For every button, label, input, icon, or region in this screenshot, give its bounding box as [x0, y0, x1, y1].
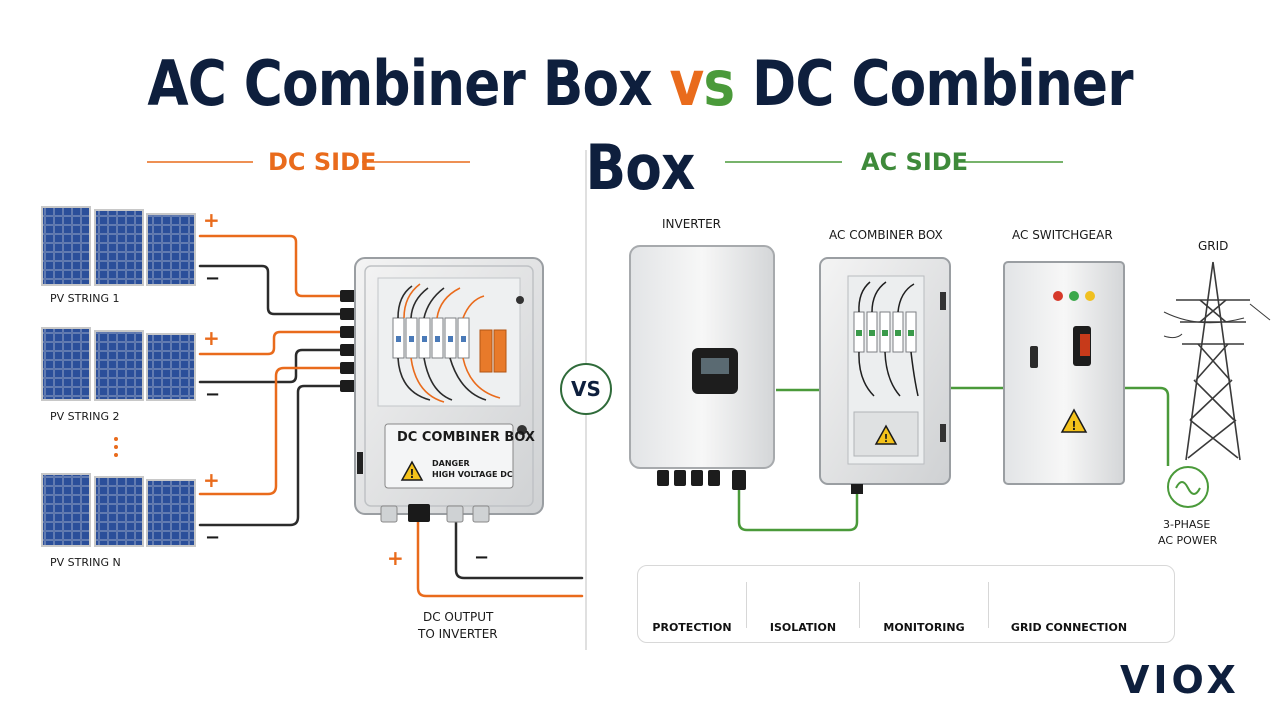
title-vs-s: s [703, 47, 735, 120]
inverter-label: INVERTER [662, 217, 722, 231]
vs-badge: VS [560, 363, 612, 415]
dc-wires [198, 234, 584, 598]
feature-divider [859, 582, 860, 628]
dc-output-label-1: DC OUTPUT [423, 610, 494, 624]
pv-string-n-label: PV STRING N [50, 556, 121, 569]
feature-protection: PROTECTION [638, 566, 746, 644]
feature-monitoring-label: MONITORING [883, 621, 965, 634]
three-phase-label: 3-PHASE [1163, 518, 1211, 531]
dc-combiner-box-enclosure: ! [354, 257, 544, 523]
viox-logo-text: VIOX [1120, 658, 1240, 701]
pv-string-2-label: PV STRING 2 [50, 410, 120, 423]
dc-input-connectors [340, 290, 358, 392]
feature-divider [988, 582, 989, 628]
viox-logo: VIOX [1120, 658, 1240, 701]
ac-combiner-box-enclosure: ! [819, 257, 951, 494]
svg-text:!: ! [410, 467, 415, 481]
ac-combiner-box-label: AC COMBINER BOX [829, 228, 943, 242]
feature-isolation: ISOLATION [747, 566, 859, 644]
dc-combiner-box-label: DC COMBINER BOX [397, 430, 535, 445]
feature-grid-connection-label: GRID CONNECTION [1010, 621, 1128, 634]
plus-sign-2: + [203, 326, 220, 350]
string-ellipsis [114, 437, 118, 457]
grid-tower [1163, 261, 1271, 461]
feature-grid-connection: GRID CONNECTION [989, 566, 1149, 644]
pv-string-1-panels [41, 206, 196, 286]
feature-monitoring: MONITORING [860, 566, 988, 644]
inverter-unit [629, 245, 775, 490]
feature-divider [746, 582, 747, 628]
pv-string-n-panels [41, 473, 196, 547]
feature-isolation-label: ISOLATION [769, 621, 837, 634]
ac-wires [737, 386, 1170, 532]
high-voltage-label: HIGH VOLTAGE DC [432, 470, 513, 479]
minus-sign-1: − [205, 268, 221, 289]
pv-string-2-panels [41, 327, 196, 401]
plus-sign-1: + [203, 208, 220, 232]
svg-text:!: ! [1072, 419, 1077, 433]
title-left: AC Combiner Box [147, 47, 652, 120]
minus-sign-output: − [474, 547, 490, 568]
ac-switchgear-cabinet: ! [1003, 261, 1125, 485]
page-title: AC Combiner Box vs DC Combiner Box [90, 42, 1191, 204]
title-right: DC Combiner Box [585, 47, 1133, 204]
dc-side-header: DC SIDE [268, 148, 377, 176]
feature-panel: PROTECTION ISOLATION MONITORING GRID CON… [637, 565, 1175, 643]
svg-text:!: ! [884, 432, 889, 445]
grid-label: GRID [1198, 239, 1229, 253]
danger-label: DANGER [432, 459, 470, 468]
ac-power-label: AC POWER [1158, 534, 1218, 547]
plus-sign-output: + [387, 546, 404, 570]
feature-protection-label: PROTECTION [652, 621, 732, 634]
dc-output-label-2: TO INVERTER [418, 627, 498, 641]
ac-side-header: AC SIDE [861, 148, 969, 176]
minus-sign-2: − [205, 384, 221, 405]
pv-string-1-label: PV STRING 1 [50, 292, 120, 305]
ac-switchgear-label: AC SWITCHGEAR [1012, 228, 1113, 242]
title-vs-v: v [669, 47, 704, 120]
plus-sign-n: + [203, 468, 220, 492]
minus-sign-n: − [205, 527, 221, 548]
